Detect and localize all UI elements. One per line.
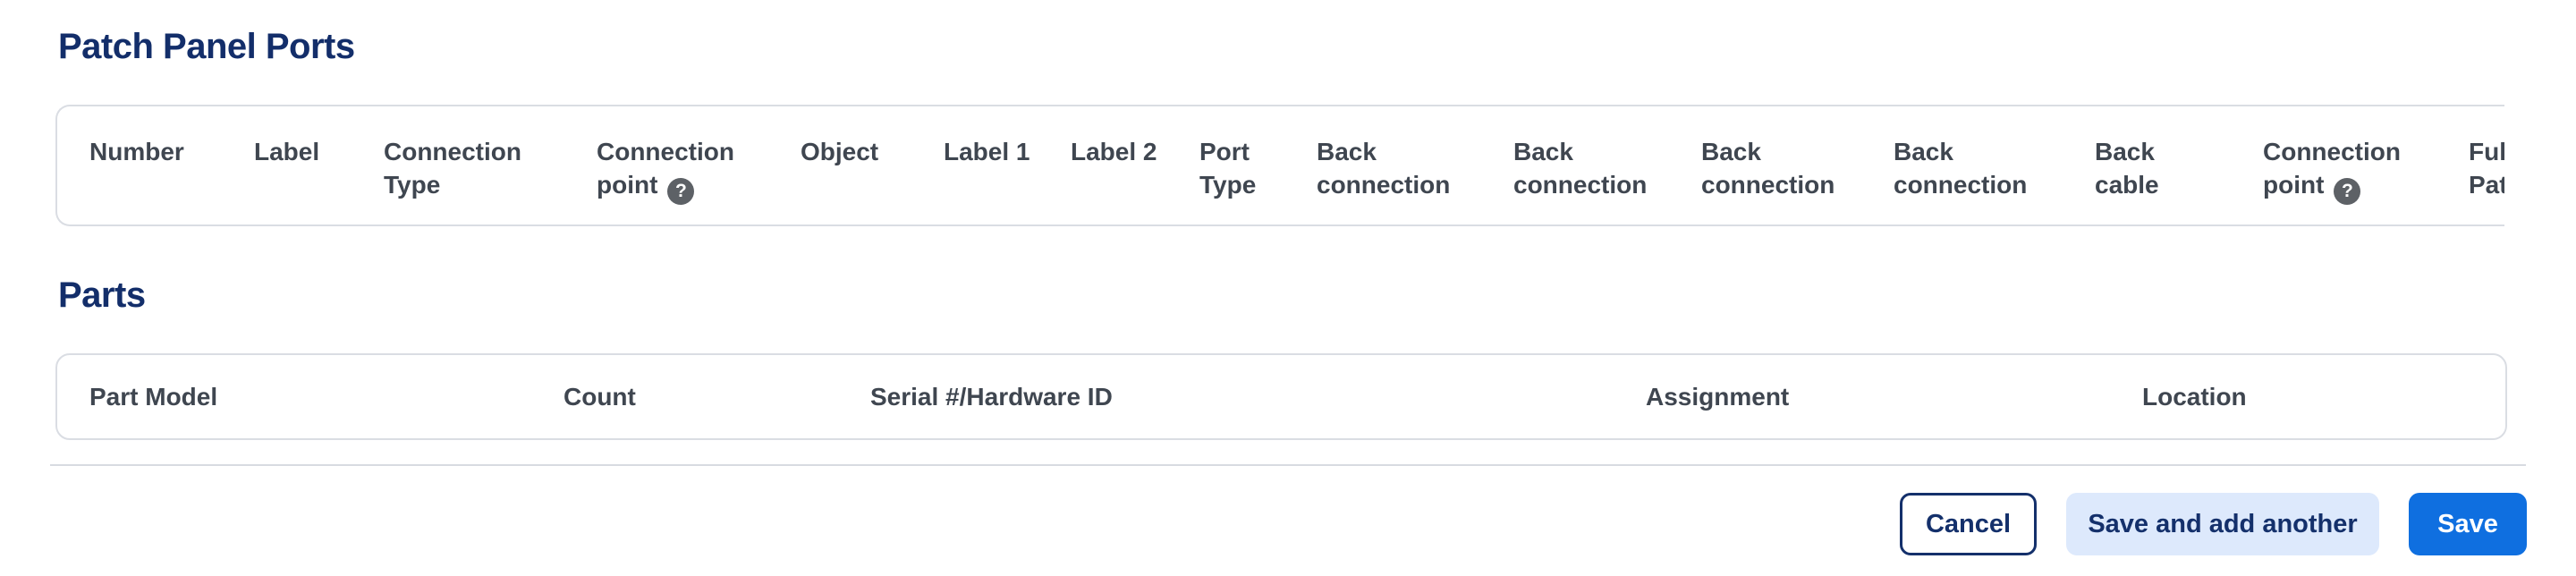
- form-actions: Cancel Save and add another Save: [0, 493, 2527, 555]
- parts-column-header-assignment: Assignment: [1646, 383, 2142, 411]
- save-button[interactable]: Save: [2409, 493, 2527, 555]
- ports-column-header-connection-point-2: Connection point?: [2263, 135, 2469, 205]
- parts-section-title: Parts: [58, 275, 146, 315]
- column-label: Back connection: [1701, 138, 1835, 199]
- ports-column-header-number: Number: [89, 135, 254, 205]
- ports-column-header-back-connection-1: Back connection: [1317, 135, 1513, 205]
- column-label: Number: [89, 138, 184, 165]
- help-icon[interactable]: ?: [2334, 178, 2361, 205]
- parts-column-header-location: Location: [2142, 383, 2411, 411]
- ports-column-header-back-connection-2: Back connection: [1513, 135, 1701, 205]
- column-label: Full Path: [2469, 138, 2504, 199]
- ports-column-header-label-2: Label 2: [1071, 135, 1199, 205]
- column-label: Connection point: [2263, 138, 2401, 199]
- ports-column-header-full-path: Full Path: [2469, 135, 2504, 205]
- ports-column-header-label-1: Label 1: [944, 135, 1071, 205]
- ports-column-header-label: Label: [254, 135, 384, 205]
- column-label: Back cable: [2095, 138, 2159, 199]
- ports-section-title: Patch Panel Ports: [58, 27, 355, 66]
- parts-header-row: Part Model Count Serial #/Hardware ID Assig…: [89, 383, 2505, 411]
- save-and-add-another-button[interactable]: Save and add another: [2066, 493, 2379, 555]
- parts-column-header-serial: Serial #/Hardware ID: [870, 383, 1646, 411]
- ports-column-header-connection-point: Connection point?: [597, 135, 801, 205]
- ports-column-header-back-connection-3: Back connection: [1701, 135, 1894, 205]
- ports-column-header-back-connection-4: Back connection: [1894, 135, 2095, 205]
- column-label: Location: [2142, 382, 2247, 411]
- column-label: Object: [801, 138, 879, 165]
- column-label: Port Type: [1199, 138, 1257, 199]
- parts-column-header-part-model: Part Model: [89, 383, 564, 411]
- cancel-button[interactable]: Cancel: [1900, 493, 2037, 555]
- column-label: Back connection: [1317, 138, 1451, 199]
- ports-column-header-back-cable: Back cable: [2095, 135, 2263, 205]
- column-label: Connection point: [597, 138, 734, 199]
- column-label: Count: [564, 382, 636, 411]
- column-label: Assignment: [1646, 382, 1790, 411]
- help-icon[interactable]: ?: [667, 178, 695, 205]
- column-label: Label: [254, 138, 320, 165]
- column-label: Label 1: [944, 138, 1030, 165]
- parts-table-card: Part Model Count Serial #/Hardware ID Assig…: [55, 353, 2507, 440]
- column-label: Serial #/Hardware ID: [870, 382, 1113, 411]
- column-label: Connection Type: [384, 138, 521, 199]
- ports-column-header-object: Object: [801, 135, 944, 205]
- ports-column-header-port-type: Port Type: [1199, 135, 1317, 205]
- ports-header-row: Number Label Connection Type Connection poi…: [57, 106, 2504, 205]
- footer-divider: [50, 464, 2526, 466]
- column-label: Back connection: [1513, 138, 1648, 199]
- ports-table-card: Number Label Connection Type Connection poi…: [55, 105, 2504, 226]
- column-label: Part Model: [89, 382, 218, 411]
- column-label: Label 2: [1071, 138, 1157, 165]
- column-label: Back connection: [1894, 138, 2028, 199]
- ports-column-header-connection-type: Connection Type: [384, 135, 597, 205]
- parts-column-header-count: Count: [564, 383, 870, 411]
